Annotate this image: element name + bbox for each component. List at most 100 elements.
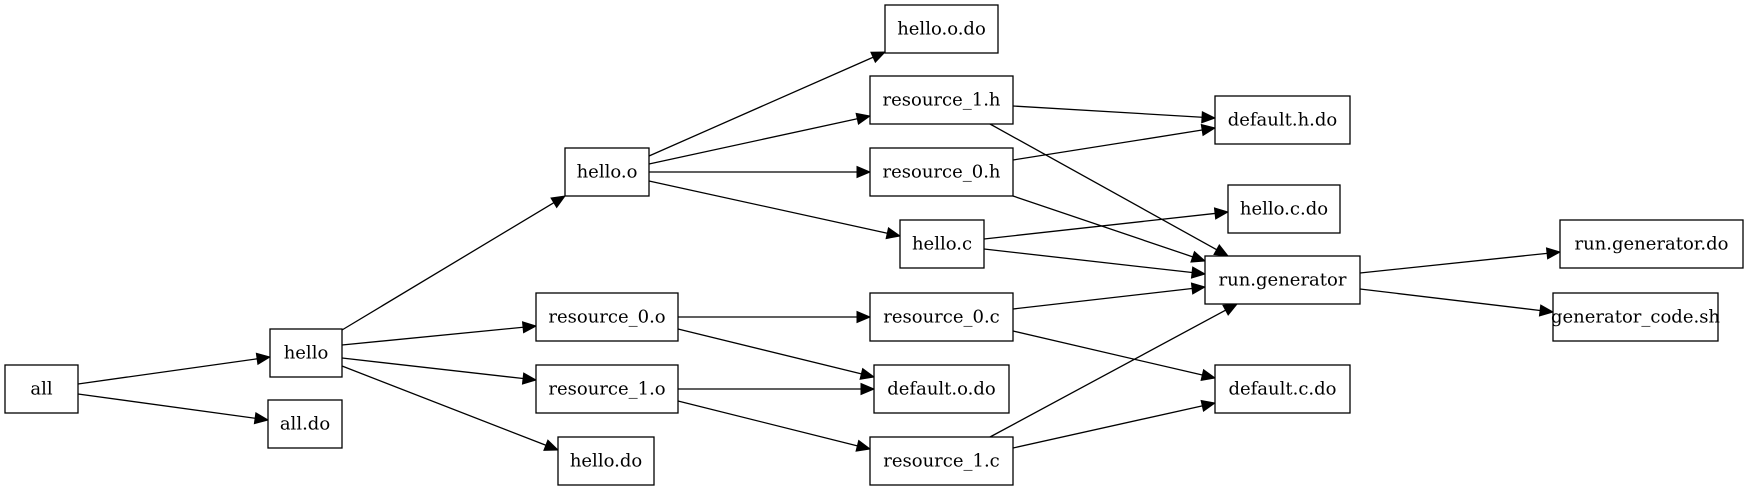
edge-resource-1-c-to-run-generator (989, 303, 1239, 438)
node-label: resource_0.h (882, 162, 1000, 183)
node-label: generator_code.sh (1551, 307, 1720, 328)
arrowhead-icon (1201, 110, 1217, 124)
arrowhead-icon (543, 439, 560, 451)
edge-run-generator-to-run-generator-do (1359, 247, 1562, 274)
node-box (4, 364, 79, 414)
arrowhead-icon (1190, 282, 1207, 295)
node-hello-do: hello.do (557, 436, 655, 486)
node-box (1214, 95, 1351, 145)
arrowhead-icon (1200, 368, 1217, 382)
edge-resource-1-h-to-run-generator (989, 123, 1230, 257)
edge-hello-to-resource-0-o (341, 321, 538, 346)
edge-line (1012, 405, 1203, 449)
edge-resource-0-o-to-resource-0-c (678, 310, 872, 324)
node-label: resource_1.h (882, 90, 1000, 111)
edge-line (341, 326, 524, 346)
arrowhead-icon (253, 411, 270, 425)
edge-line (341, 202, 555, 331)
node-box (564, 147, 650, 197)
edge-line (648, 56, 874, 157)
arrowhead-icon (870, 51, 887, 64)
edge-resource-0-c-to-default-c-do (1012, 330, 1217, 382)
node-label: hello (284, 343, 329, 364)
arrowhead-icon (855, 439, 872, 452)
edge-line (677, 328, 862, 375)
edge-resource-0-c-to-run-generator (1012, 282, 1207, 310)
node-label: run.generator.do (1574, 234, 1728, 255)
edge-resource-0-o-to-default-o-do (677, 328, 876, 380)
node-resource-1-h: resource_1.h (869, 75, 1014, 125)
node-generator-code-sh: generator_code.sh (1551, 292, 1720, 342)
node-box (535, 292, 679, 342)
edge-line (983, 248, 1193, 274)
edge-line (1359, 288, 1541, 312)
node-label: default.h.do (1228, 110, 1338, 131)
edge-hello-o-to-hello-o-do (648, 51, 887, 157)
edge-line (77, 393, 256, 419)
arrowhead-icon (521, 372, 538, 385)
arrowhead-icon (1213, 243, 1230, 257)
node-default-h-do: default.h.do (1214, 95, 1351, 145)
node-resource-0-o: resource_0.o (535, 292, 679, 342)
node-box (1559, 219, 1744, 269)
node-box (884, 4, 999, 54)
node-box (557, 436, 655, 486)
node-label: hello.o (577, 162, 638, 183)
edge-resource-0-h-to-default-h-do (1012, 123, 1217, 161)
node-all-do: all.do (267, 399, 343, 449)
node-box (869, 75, 1014, 125)
edge-line (341, 365, 547, 446)
arrowhead-icon (1538, 304, 1555, 317)
node-hello-o-do: hello.o.do (884, 4, 999, 54)
node-all: all (4, 364, 79, 414)
arrowhead-icon (521, 321, 538, 334)
arrowhead-icon (856, 310, 872, 324)
node-run-generator: run.generator (1204, 255, 1361, 305)
node-box (1214, 364, 1351, 414)
node-box (899, 219, 985, 269)
node-hello-c-do: hello.c.do (1227, 184, 1341, 234)
edge-hello-to-hello-do (341, 365, 560, 451)
arrowhead-icon (1190, 250, 1207, 263)
edge-line (1012, 287, 1193, 310)
node-box (267, 399, 343, 449)
edge-hello-o-to-resource-0-h (649, 165, 872, 179)
arrowhead-icon (1222, 303, 1239, 316)
edge-line (1012, 330, 1203, 376)
edge-line (1012, 129, 1203, 161)
node-resource-0-h: resource_0.h (869, 147, 1014, 197)
node-label: resource_0.o (548, 307, 665, 328)
edge-hello-to-hello-o (341, 195, 567, 331)
arrowhead-icon (859, 367, 876, 380)
node-hello: hello (269, 328, 343, 378)
edge-line (1012, 105, 1203, 118)
node-resource-1-o: resource_1.o (535, 364, 679, 414)
arrowhead-icon (550, 195, 567, 209)
edge-resource-1-c-to-default-c-do (1012, 399, 1217, 449)
edge-line (1359, 252, 1548, 274)
node-box (535, 364, 679, 414)
edge-line (677, 400, 858, 447)
arrowhead-icon (856, 165, 872, 179)
arrowhead-icon (1190, 266, 1207, 279)
arrowhead-icon (255, 352, 272, 366)
node-box (873, 364, 1010, 414)
node-label: all (30, 379, 52, 400)
nodes-layer: allall.dohellohello.oresource_0.oresourc… (4, 4, 1744, 486)
arrowhead-icon (1545, 247, 1562, 260)
edge-resource-0-h-to-run-generator (1012, 195, 1207, 263)
node-label: default.c.do (1228, 379, 1336, 400)
node-default-c-do: default.c.do (1214, 364, 1351, 414)
node-label: default.o.do (887, 379, 995, 400)
node-box (1552, 292, 1719, 342)
edge-line (648, 180, 888, 234)
edge-all-to-all-do (77, 393, 270, 425)
node-label: run.generator (1219, 270, 1347, 291)
edge-line (989, 123, 1217, 251)
edge-hello-c-to-run-generator (983, 248, 1207, 279)
edge-hello-o-to-hello-c (648, 180, 902, 240)
edge-all-to-hello (77, 352, 272, 385)
node-box (869, 147, 1014, 197)
node-box (869, 436, 1014, 486)
edge-line (989, 309, 1226, 438)
